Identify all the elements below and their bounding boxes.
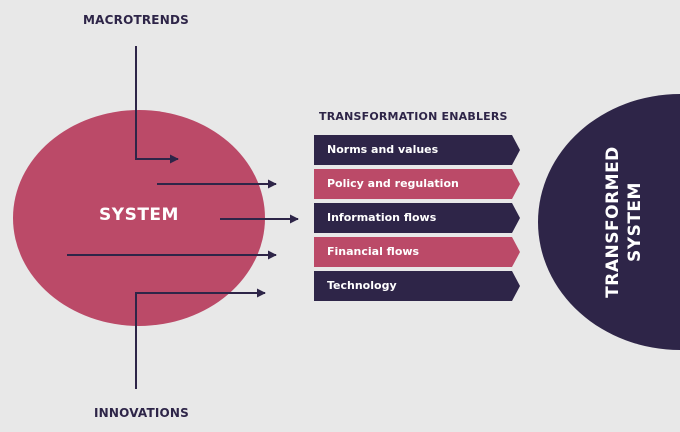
innovations-arrow [135,288,266,389]
enabler-label-norms: Norms and values [327,143,439,156]
innovations-label: INNOVATIONS [94,406,189,420]
macrotrends-arrow [135,46,179,164]
enabler-chevron [314,203,520,233]
enabler-label-financial: Financial flows [327,245,420,258]
enabler-label-policy: Policy and regulation [327,177,459,190]
enabler-label-information: Information flows [327,211,437,224]
enabler-chevron [314,135,520,165]
enabler-chevron [314,237,520,267]
enablers-heading: TRANSFORMATION ENABLERS [319,110,508,123]
macrotrends-label: MACROTRENDS [83,13,189,27]
enabler-label-technology: Technology [327,279,397,292]
transformed-system-label: TRANSFORMED SYSTEM [602,146,646,298]
system-label: SYSTEM [99,205,179,225]
transformed-label-line1: TRANSFORMED [603,146,623,298]
transformed-label-line2: SYSTEM [625,182,645,262]
enabler-chevron [314,169,520,199]
enabler-chevron [314,271,520,301]
system-circle [13,110,265,326]
enabler-chevron-list [314,135,520,301]
transformed-system-circle [538,94,680,350]
